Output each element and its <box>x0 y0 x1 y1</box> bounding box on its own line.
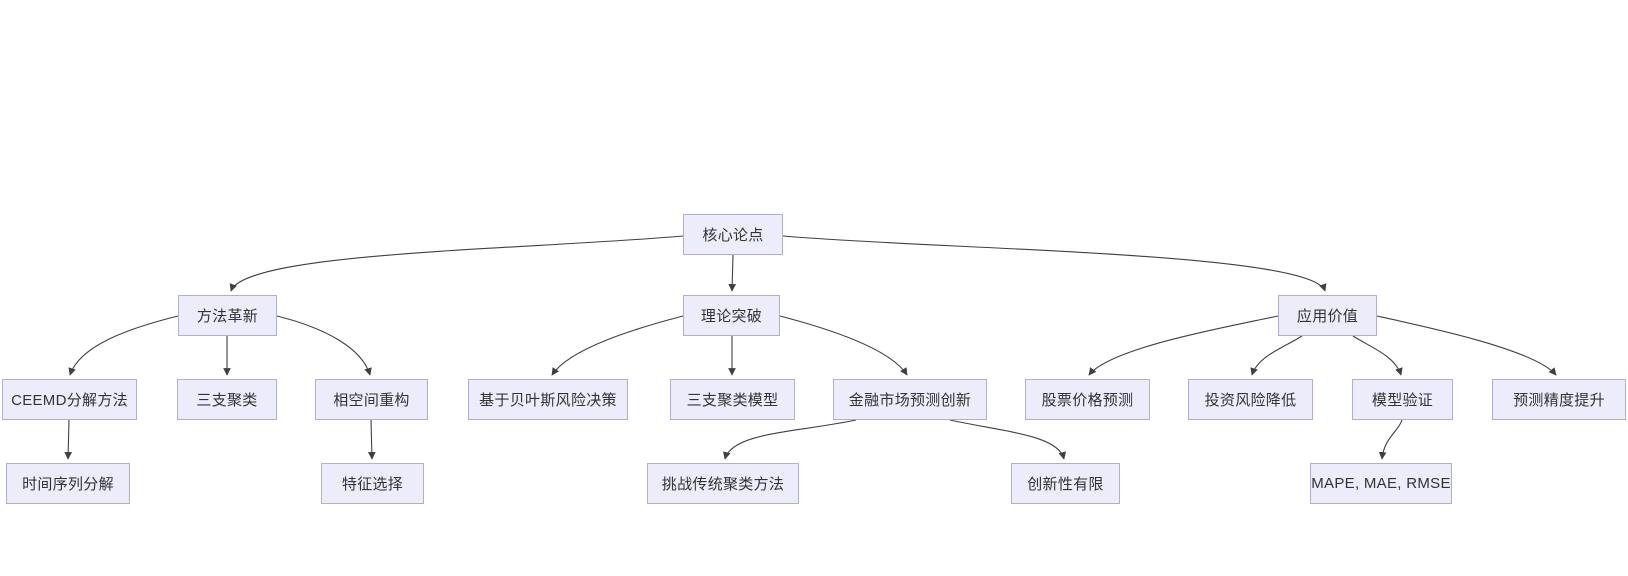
node-phase-space-reconstruction-label: 相空间重构 <box>333 392 410 409</box>
edge-method-to-phasespace <box>276 315 372 376</box>
node-method-innovation: 方法革新 <box>178 295 277 336</box>
node-challenge-traditional-clustering: 挑战传统聚类方法 <box>647 463 799 504</box>
node-limited-novelty: 创新性有限 <box>1011 463 1120 504</box>
edge-core-to-method <box>229 235 684 292</box>
node-feature-selection-label: 特征选择 <box>341 476 404 493</box>
edge-application-to-stock <box>1088 315 1279 376</box>
node-three-way-clustering: 三支聚类 <box>177 379 277 420</box>
node-application-value-label: 应用价值 <box>1296 308 1359 325</box>
edge-ceemd-to-tsdecomp <box>64 419 73 460</box>
edge-application-to-accuracy <box>1376 315 1557 376</box>
node-challenge-traditional-clustering-label: 挑战传统聚类方法 <box>661 476 785 493</box>
node-stock-price-prediction-label: 股票价格预测 <box>1041 392 1134 409</box>
node-three-way-clustering-label: 三支聚类 <box>196 392 258 409</box>
node-core-thesis: 核心论点 <box>683 214 783 255</box>
edge-core-to-theory <box>728 254 737 292</box>
edge-theory-to-bayes <box>551 315 684 376</box>
node-theoretical-breakthrough: 理论突破 <box>683 295 780 336</box>
node-bayesian-risk-decision-label: 基于贝叶斯风险决策 <box>479 392 617 409</box>
edge-phasespace-to-feature <box>367 419 376 460</box>
node-theoretical-breakthrough-label: 理论突破 <box>700 308 763 325</box>
node-evaluation-metrics-label: MAPE, MAE, RMSE <box>1311 475 1451 492</box>
node-limited-novelty-label: 创新性有限 <box>1027 476 1104 493</box>
edge-validation-to-metrics <box>1378 419 1403 460</box>
node-core-thesis-label: 核心论点 <box>702 227 764 244</box>
edge-application-to-validation <box>1352 335 1403 376</box>
edge-fininnovation-to-limited <box>949 419 1067 460</box>
node-method-innovation-label: 方法革新 <box>196 308 259 325</box>
node-prediction-accuracy-improvement: 预测精度提升 <box>1492 379 1626 420</box>
node-investment-risk-reduction: 投资风险降低 <box>1188 379 1313 420</box>
node-financial-market-forecast-innovation: 金融市场预测创新 <box>833 379 987 420</box>
node-prediction-accuracy-improvement-label: 预测精度提升 <box>1513 392 1605 409</box>
node-financial-market-forecast-innovation-label: 金融市场预测创新 <box>848 392 972 409</box>
edge-method-to-ceemd <box>68 315 179 376</box>
node-ceemd-decomposition: CEEMD分解方法 <box>2 379 137 420</box>
node-bayesian-risk-decision: 基于贝叶斯风险决策 <box>468 379 628 420</box>
node-application-value: 应用价值 <box>1278 295 1377 336</box>
node-three-way-clustering-model: 三支聚类模型 <box>670 379 795 420</box>
edge-theory-to-fininnovation <box>779 315 908 376</box>
node-evaluation-metrics: MAPE, MAE, RMSE <box>1310 463 1452 504</box>
node-time-series-decomposition: 时间序列分解 <box>6 463 130 504</box>
edge-application-to-risk <box>1250 335 1303 376</box>
node-time-series-decomposition-label: 时间序列分解 <box>22 476 114 493</box>
edge-core-to-application <box>782 235 1327 292</box>
node-investment-risk-reduction-label: 投资风险降低 <box>1204 392 1297 409</box>
edge-fininnovation-to-challenge <box>723 419 857 460</box>
node-model-validation: 模型验证 <box>1352 379 1453 420</box>
node-stock-price-prediction: 股票价格预测 <box>1025 379 1150 420</box>
node-feature-selection: 特征选择 <box>321 463 424 504</box>
node-model-validation-label: 模型验证 <box>1371 392 1434 409</box>
node-ceemd-decomposition-label: CEEMD分解方法 <box>11 392 128 409</box>
node-phase-space-reconstruction: 相空间重构 <box>315 379 428 420</box>
node-three-way-clustering-model-label: 三支聚类模型 <box>686 392 779 409</box>
